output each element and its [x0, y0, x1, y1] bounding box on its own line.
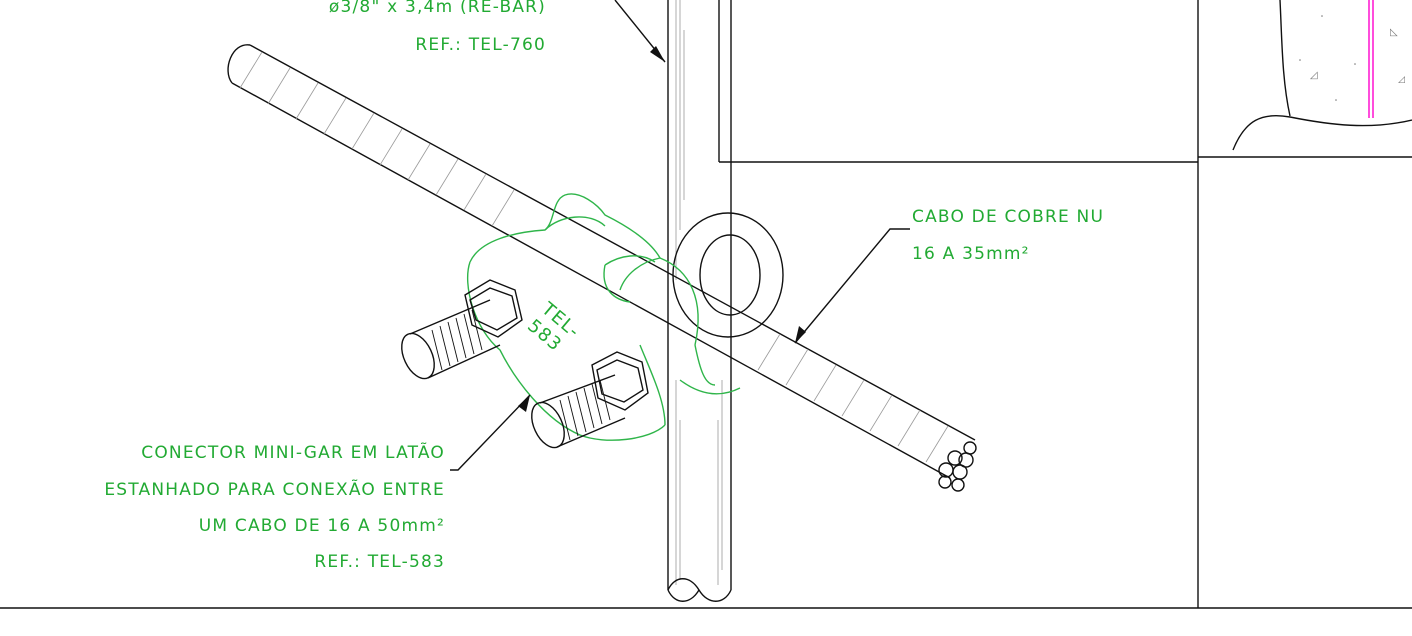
connector-stamp: TEL- 583	[523, 298, 584, 356]
rebar-ref-label: REF.: TEL-760	[415, 35, 546, 55]
rebar-spec-label: ø3/8" x 3,4m (RE-BAR)	[329, 0, 546, 17]
copper-cable	[227, 44, 977, 492]
cable-size-label: 16 A 35mm²	[912, 244, 1030, 264]
connector-desc-line3: UM CABO DE 16 A 50mm²	[199, 516, 445, 536]
connector-desc-line1: CONECTOR MINI-GAR EM LATÃO	[141, 441, 445, 463]
bolt-upper	[401, 279, 523, 380]
ring-washer	[672, 212, 784, 338]
cable-end-strands	[938, 441, 977, 492]
bolt-lower	[531, 351, 649, 449]
cable-spec-label: CABO DE COBRE NU	[912, 207, 1104, 227]
sheet-frame	[0, 0, 1412, 609]
connector-desc-line2: ESTANHADO PARA CONEXÃO ENTRE	[104, 478, 445, 500]
connector-ref-label: REF.: TEL-583	[314, 552, 445, 572]
svg-text:◿: ◿	[1310, 70, 1318, 81]
svg-text:◺: ◺	[1390, 27, 1398, 38]
rebar-rod	[667, 0, 732, 602]
svg-text:◿: ◿	[1398, 75, 1405, 85]
concrete-detail-inset: ◿ ◺ ◿	[1232, 0, 1412, 151]
leader-lines	[450, 0, 910, 471]
mini-gar-connector	[466, 193, 741, 441]
